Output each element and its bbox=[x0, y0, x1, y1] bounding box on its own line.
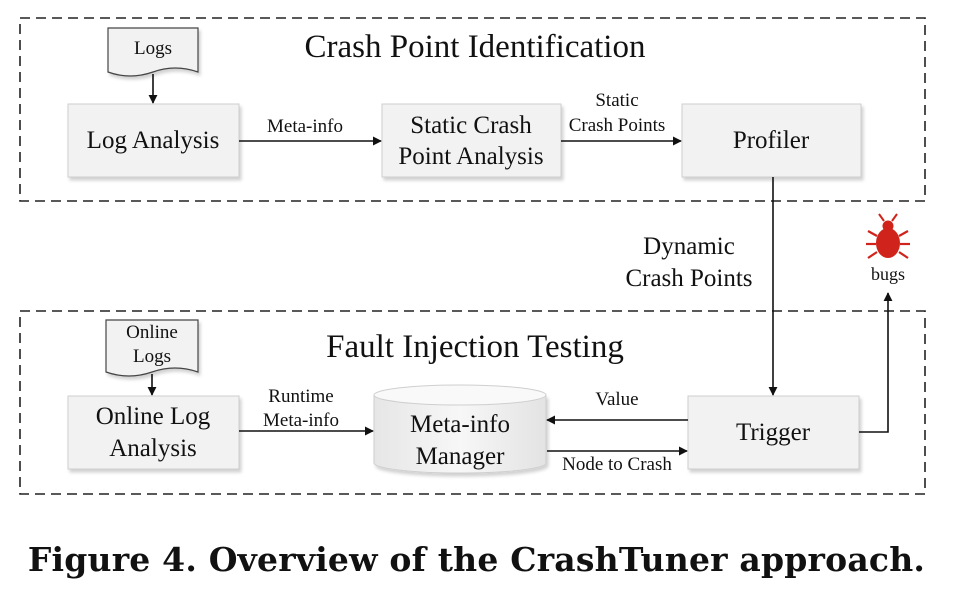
logs-document-label: Logs bbox=[134, 38, 172, 59]
meta-info-edge-label: Meta-info bbox=[267, 116, 343, 137]
online-logs-label-line1: Online bbox=[126, 322, 178, 343]
static-crash-points-edge-label-line2: Crash Points bbox=[569, 115, 666, 136]
diagram-canvas: Crash Point Identification Fault Injecti… bbox=[19, 17, 926, 495]
meta-info-manager-cylinder: Meta-info Manager bbox=[373, 384, 547, 474]
static-crash-point-analysis-label-line2: Point Analysis bbox=[398, 143, 543, 170]
profiler-label: Profiler bbox=[733, 127, 810, 154]
runtime-meta-info-edge-label-line1: Runtime bbox=[268, 386, 333, 407]
log-analysis-label: Log Analysis bbox=[87, 127, 220, 154]
online-logs-document: Online Logs bbox=[105, 319, 199, 377]
section-title-fault-injection-testing: Fault Injection Testing bbox=[326, 329, 624, 365]
online-log-analysis-label-line2: Analysis bbox=[109, 435, 197, 462]
dynamic-crash-points-edge-label-line2: Crash Points bbox=[625, 265, 752, 292]
meta-info-manager-label-line1: Meta-info bbox=[410, 411, 510, 438]
node-to-crash-edge-label: Node to Crash bbox=[562, 454, 672, 475]
fault-injection-testing-frame bbox=[19, 310, 926, 495]
section-title-crash-point-identification: Crash Point Identification bbox=[305, 29, 646, 65]
trigger-box: Trigger bbox=[687, 395, 860, 470]
logs-document: Logs bbox=[107, 27, 199, 77]
figure-caption: Figure 4. Overview of the CrashTuner app… bbox=[27, 540, 926, 579]
online-log-analysis-label-line1: Online Log bbox=[96, 403, 211, 430]
runtime-meta-info-edge-label-line2: Meta-info bbox=[263, 410, 339, 431]
profiler-box: Profiler bbox=[681, 103, 862, 178]
dynamic-crash-points-edge-label-line1: Dynamic bbox=[643, 233, 735, 260]
bugs-label: bugs bbox=[871, 264, 905, 284]
static-crash-point-analysis-box: Static Crash Point Analysis bbox=[381, 103, 562, 178]
meta-info-manager-label-line2: Manager bbox=[416, 443, 506, 470]
static-crash-point-analysis-label-line1: Static Crash bbox=[410, 112, 532, 139]
online-logs-label-line2: Logs bbox=[133, 346, 171, 367]
value-edge-label: Value bbox=[595, 389, 638, 410]
trigger-label: Trigger bbox=[736, 419, 811, 446]
bug-icon bbox=[866, 213, 910, 259]
static-crash-points-edge-label-line1: Static bbox=[595, 90, 638, 111]
log-analysis-box: Log Analysis bbox=[67, 103, 240, 178]
trigger-to-bugs-arrow bbox=[859, 292, 893, 433]
crash-point-identification-frame bbox=[19, 17, 926, 202]
online-log-analysis-box: Online Log Analysis bbox=[67, 395, 240, 470]
